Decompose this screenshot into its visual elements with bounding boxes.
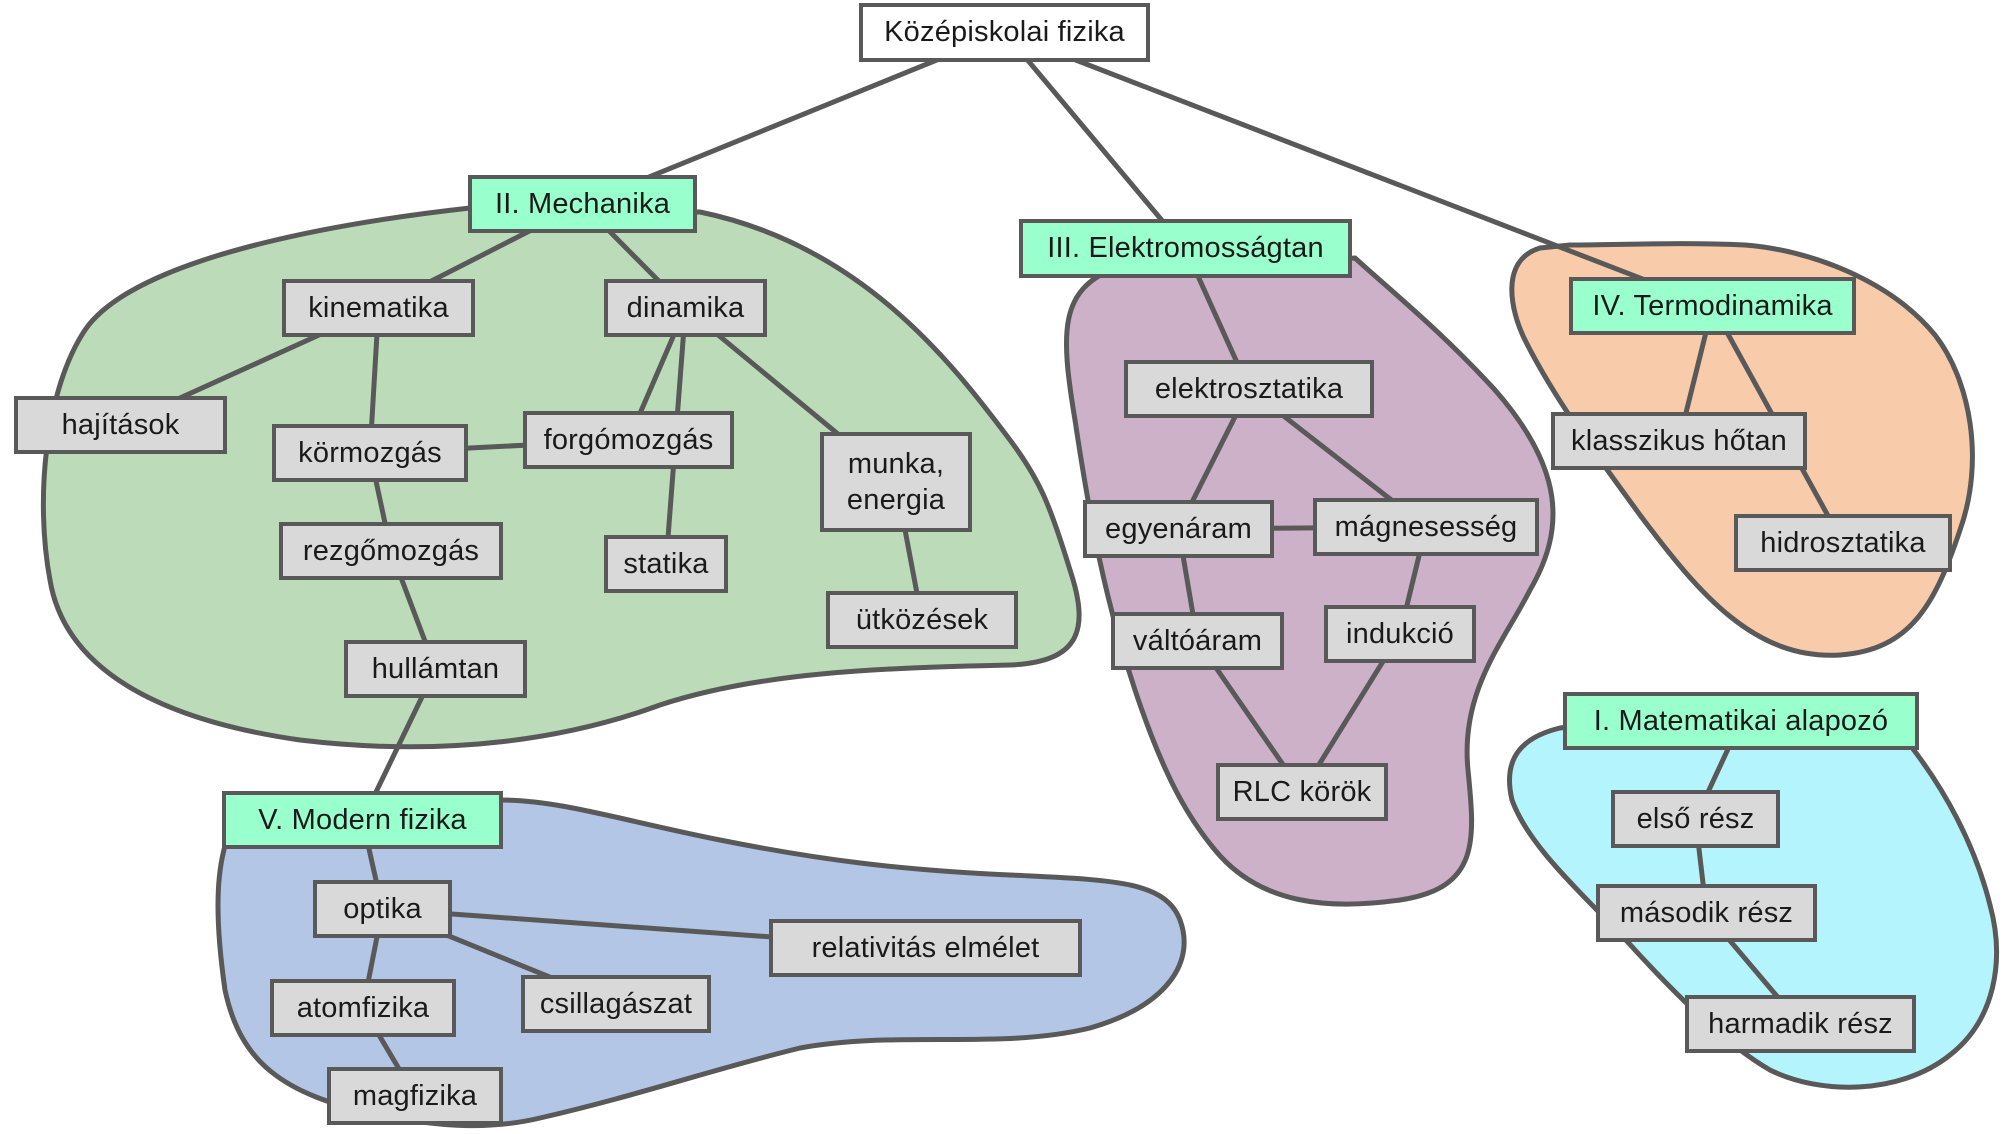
node-atomfizika: atomfizika <box>270 979 456 1037</box>
node-matematika: I. Matematikai alapozó <box>1563 692 1919 750</box>
node-indukcio: indukció <box>1324 605 1476 663</box>
node-relativitas: relativitás elmélet <box>769 919 1082 977</box>
node-masodik: második rész <box>1596 884 1817 942</box>
node-csillagaszat: csillagászat <box>521 975 711 1033</box>
node-egyenaram: egyenáram <box>1083 500 1274 558</box>
node-termodinamika: IV. Termodinamika <box>1569 277 1856 335</box>
node-modern: V. Modern fizika <box>222 791 503 849</box>
node-statika: statika <box>604 535 728 593</box>
node-rezgomozgas: rezgőmozgás <box>279 522 503 580</box>
node-kinematika: kinematika <box>282 279 475 337</box>
node-root: Középiskolai fizika <box>859 3 1150 62</box>
node-mechanika: II. Mechanika <box>468 175 697 233</box>
node-hajitasok: hajítások <box>14 396 227 454</box>
node-valtoaram: váltóáram <box>1111 612 1284 670</box>
node-elso: első rész <box>1611 790 1780 848</box>
node-forgomozgas: forgómozgás <box>523 411 734 469</box>
node-elektrosztatika: elektrosztatika <box>1124 360 1374 418</box>
modern-fizika-region <box>215 797 1187 1129</box>
node-optika: optika <box>313 880 452 938</box>
node-munka: munka, energia <box>820 432 972 532</box>
node-magnesesseg: mágnesesség <box>1313 498 1539 556</box>
node-hidrosztatika: hidrosztatika <box>1734 514 1952 572</box>
node-rlc: RLC körök <box>1216 763 1388 821</box>
node-harmadik: harmadik rész <box>1685 995 1916 1053</box>
edge-root-termodinamika <box>1002 30 1715 309</box>
node-elektromossagtan: III. Elektromosságtan <box>1019 219 1352 278</box>
node-magfizika: magfizika <box>327 1067 503 1125</box>
node-hullamtan: hullámtan <box>344 640 527 698</box>
node-utkozesek: ütközések <box>826 591 1018 649</box>
node-klasszikus: klasszikus hőtan <box>1551 412 1807 470</box>
node-dinamika: dinamika <box>604 279 767 337</box>
edge-root-elektromossagtan <box>1002 30 1188 251</box>
node-kormozgas: körmozgás <box>272 424 468 482</box>
